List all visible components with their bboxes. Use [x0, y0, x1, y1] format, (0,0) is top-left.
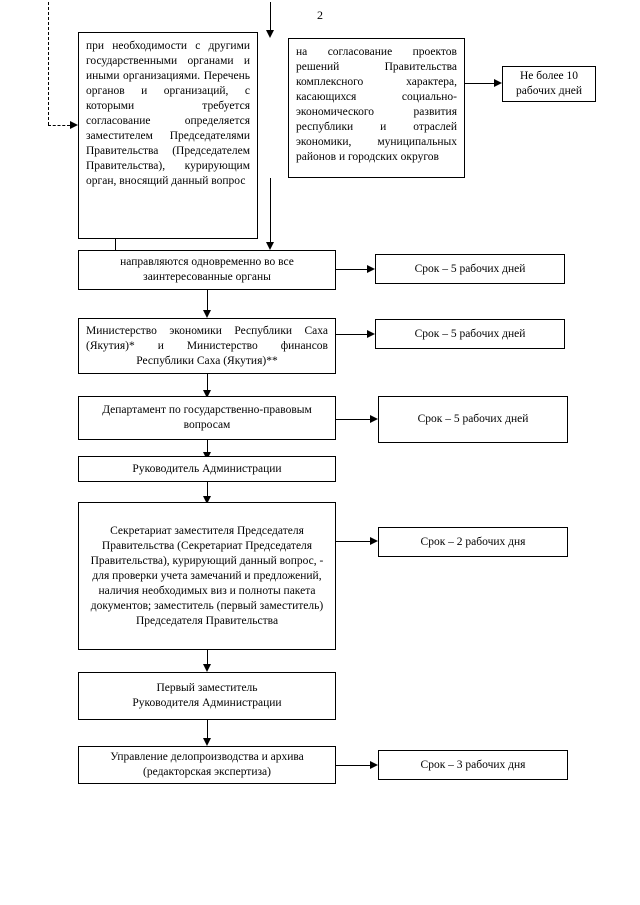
node-first-deputy-line2: Руководителя Администрации — [132, 697, 282, 709]
arrow-secretariat-to-deputy-line — [207, 650, 208, 666]
node-other-bodies-text: при необходимости с другими государствен… — [86, 40, 250, 187]
arrow-deputy-to-records-head — [202, 738, 211, 746]
arrow-records-to-term3-line — [336, 765, 372, 766]
node-complex-decisions: на согласование проектов решений Правите… — [288, 38, 465, 178]
node-first-deputy-line1: Первый заместитель — [156, 682, 258, 694]
node-legal-department: Департамент по государственно-правовым в… — [78, 396, 336, 440]
arrow-ministries-to-term5b-head — [367, 330, 375, 338]
arrow-legal-to-head-line — [207, 440, 208, 454]
node-ministries-text: Министерство экономики Республики Саха (… — [86, 324, 328, 367]
top-connector-arrowhead — [265, 30, 274, 38]
arrow-sent-to-ministries-line — [207, 290, 208, 312]
dashed-connector-horizontal — [48, 125, 70, 126]
node-term-10-days-text: Не более 10 рабочих дней — [516, 70, 582, 97]
arrow-ministries-to-legal-line — [207, 374, 208, 392]
arrow-head-to-secretariat-line — [207, 482, 208, 498]
node-records-management: Управление делопроизводства и архива (ре… — [78, 746, 336, 784]
node-term-2-days: Срок – 2 рабочих дня — [378, 527, 568, 557]
node-other-bodies: при необходимости с другими государствен… — [78, 32, 258, 239]
arrow-secretariat-to-deputy-head — [202, 664, 211, 672]
arrow-records-to-term3-head — [370, 761, 378, 769]
arrow-complex-to-term10-line — [465, 83, 496, 84]
arrow-deputy-to-records-line — [207, 720, 208, 740]
box1-bottom-stub — [115, 239, 116, 251]
node-ministries: Министерство экономики Республики Саха (… — [78, 318, 336, 374]
arrow-ministries-to-legal-head — [202, 390, 211, 398]
node-head-of-administration: Руководитель Администрации — [78, 456, 336, 482]
dashed-connector-vertical — [48, 2, 49, 125]
node-head-of-administration-text: Руководитель Администрации — [132, 462, 282, 475]
node-term-5-days-a-text: Срок – 5 рабочих дней — [414, 262, 526, 275]
node-term-2-days-text: Срок – 2 рабочих дня — [420, 535, 526, 548]
node-legal-department-text: Департамент по государственно-правовым в… — [102, 404, 312, 431]
box2-to-sent-vertical — [270, 178, 271, 242]
node-term-5-days-b-text: Срок – 5 рабочих дней — [414, 327, 526, 340]
arrow-legal-to-term5c-head — [370, 415, 378, 423]
node-term-5-days-b: Срок – 5 рабочих дней — [375, 319, 565, 349]
top-connector-vertical — [270, 2, 271, 30]
arrow-complex-to-term10-head — [494, 79, 502, 87]
arrow-head-to-secretariat-head — [202, 496, 211, 504]
node-sent-simultaneously: направляются одновременно во все заинтер… — [78, 250, 336, 290]
node-term-3-days: Срок – 3 рабочих дня — [378, 750, 568, 780]
node-first-deputy: Первый заместитель Руководителя Админист… — [78, 672, 336, 720]
node-secretariat-text: Секретариат заместителя Председателя Пра… — [90, 524, 324, 627]
arrow-legal-to-term5c-line — [336, 419, 372, 420]
arrow-secretariat-to-term2-head — [370, 537, 378, 545]
node-records-management-text: Управление делопроизводства и архива (ре… — [110, 751, 304, 778]
node-term-5-days-c: Срок – 5 рабочих дней — [378, 396, 568, 443]
arrow-ministries-to-term5b-line — [336, 334, 369, 335]
node-complex-decisions-text: на согласование проектов решений Правите… — [296, 46, 457, 163]
node-term-10-days: Не более 10 рабочих дней — [502, 66, 596, 102]
node-term-5-days-a: Срок – 5 рабочих дней — [375, 254, 565, 284]
node-secretariat: Секретариат заместителя Председателя Пра… — [78, 502, 336, 650]
dashed-connector-arrowhead — [70, 121, 78, 129]
arrow-sent-to-term5a-head — [367, 265, 375, 273]
arrow-secretariat-to-term2-line — [336, 541, 372, 542]
node-term-5-days-c-text: Срок – 5 рабочих дней — [417, 413, 529, 425]
node-sent-simultaneously-text: направляются одновременно во все заинтер… — [120, 256, 294, 283]
box2-to-sent-arrowhead — [265, 242, 274, 250]
page-number: 2 — [317, 8, 323, 22]
arrow-sent-to-ministries-head — [202, 310, 211, 318]
node-term-3-days-text: Срок – 3 рабочих дня — [420, 758, 526, 771]
arrow-sent-to-term5a-line — [336, 269, 369, 270]
